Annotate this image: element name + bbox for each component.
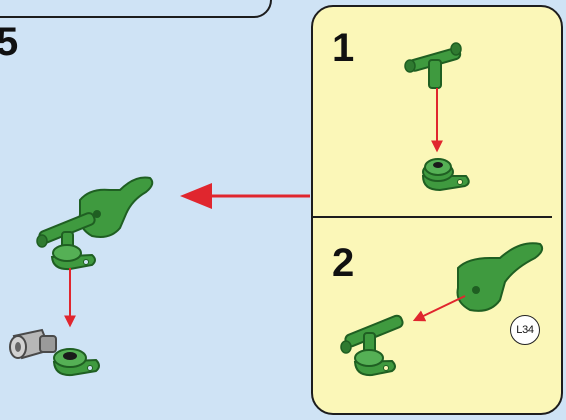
- green-socket-icon: [52, 348, 100, 377]
- step2-arrow-icon: [412, 295, 466, 322]
- gray-pin-icon: [9, 328, 57, 360]
- green-t-connector-icon: [404, 42, 462, 89]
- sub-step-number-1: 1: [332, 26, 355, 70]
- sub-step-number-2: 2: [332, 241, 355, 285]
- transfer-arrow-icon: [180, 183, 310, 209]
- main-step-number: 5: [0, 20, 19, 64]
- green-socket-clip-icon: [421, 158, 470, 192]
- part-callout-tag: L34: [510, 315, 540, 345]
- panel-divider: [312, 216, 552, 218]
- green-clip-assembly-icon: [36, 176, 154, 271]
- green-hose-clip-icon: [456, 242, 544, 312]
- green-t-assembly-icon: [340, 314, 404, 377]
